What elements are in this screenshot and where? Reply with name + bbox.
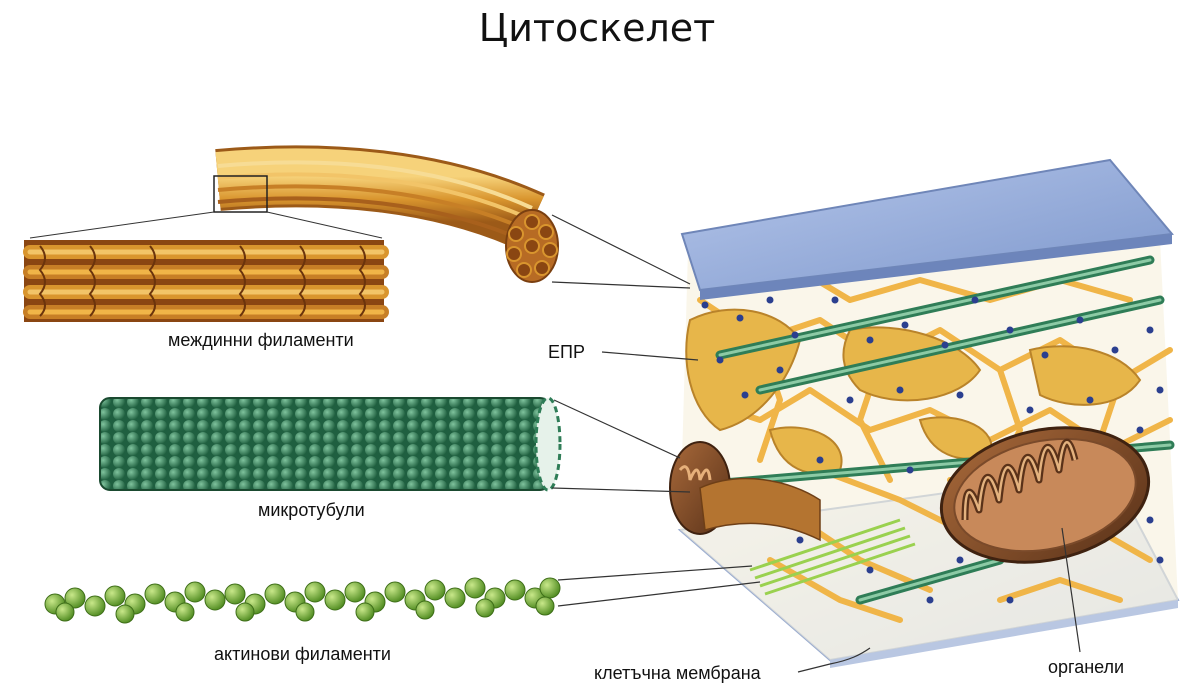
intermediate-filament-magnified (24, 240, 384, 322)
label-actin-filaments: актинови филаменти (214, 644, 391, 665)
label-er: ЕПР (548, 342, 585, 363)
actin-filament (45, 578, 560, 623)
label-cell-membrane: клетъчна мембрана (594, 663, 761, 684)
microtubule (100, 398, 560, 490)
cell-block (670, 160, 1178, 668)
label-microtubules: микротубули (258, 500, 365, 521)
label-organelles: органели (1048, 657, 1124, 678)
label-intermediate-filaments: междинни филаменти (168, 330, 354, 351)
